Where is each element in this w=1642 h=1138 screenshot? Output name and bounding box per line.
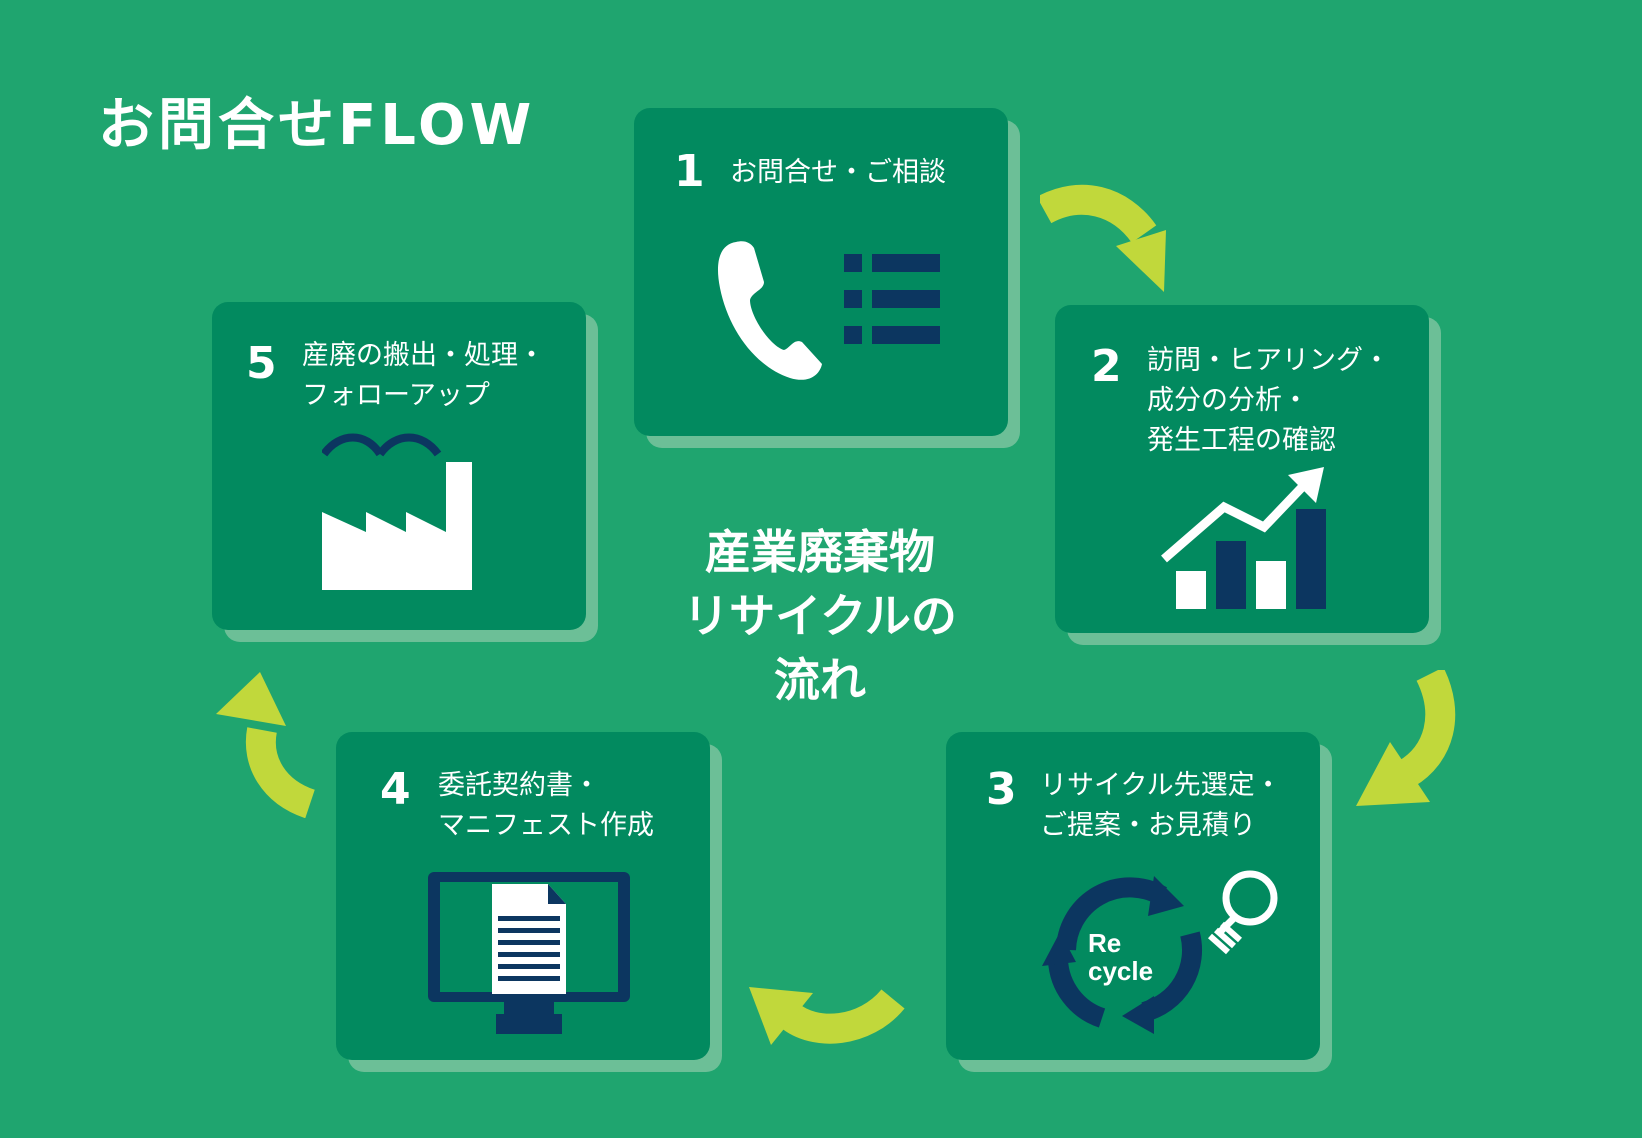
step-4-number: 4 [380,764,411,815]
step-1-number: 1 [674,146,705,197]
step-5-number: 5 [246,338,277,389]
arrow-1-to-2 [1040,184,1166,292]
step-3-label: リサイクル先選定・ ご提案・お見積り [1040,770,1282,841]
center-title: 産業廃棄物 リサイクルの 流れ [683,525,957,707]
step-3-card: 3 リサイクル先選定・ ご提案・お見積り Re cycle [946,732,1320,1060]
step-2-card: 2 訪問・ヒアリング・ 成分の分析・ 発生工程の確認 [1055,305,1429,633]
step-2-number: 2 [1091,341,1122,392]
step-5-card: 5 産廃の搬出・処理・ フォローアップ [212,302,586,630]
growth-chart-icon [1161,467,1326,609]
arrow-4-to-5 [216,672,316,818]
recycle-text-re: Re [1088,928,1121,958]
page-title: お問合せFLOW [98,93,536,158]
step-1-card: 1 お問合せ・ご相談 [634,108,1008,436]
recycle-lightbulb-icon: Re cycle [1042,870,1278,1034]
arrow-3-to-4 [749,987,905,1045]
arrow-2-to-3 [1356,670,1456,806]
step-1-label: お問合せ・ご相談 [730,157,946,188]
step-4-label: 委託契約書・ マニフェスト作成 [438,770,654,841]
step-3-number: 3 [986,764,1017,815]
step-4-card: 4 委託契約書・ マニフェスト作成 [336,732,710,1060]
step-2-label: 訪問・ヒアリング・ 成分の分析・ 発生工程の確認 [1147,345,1390,456]
step-5-label: 産廃の搬出・処理・ フォローアップ [302,340,545,411]
recycle-text-cycle: cycle [1088,956,1153,986]
phone-list-icon [717,241,940,380]
factory-icon [322,433,472,590]
monitor-document-icon [428,872,630,1034]
